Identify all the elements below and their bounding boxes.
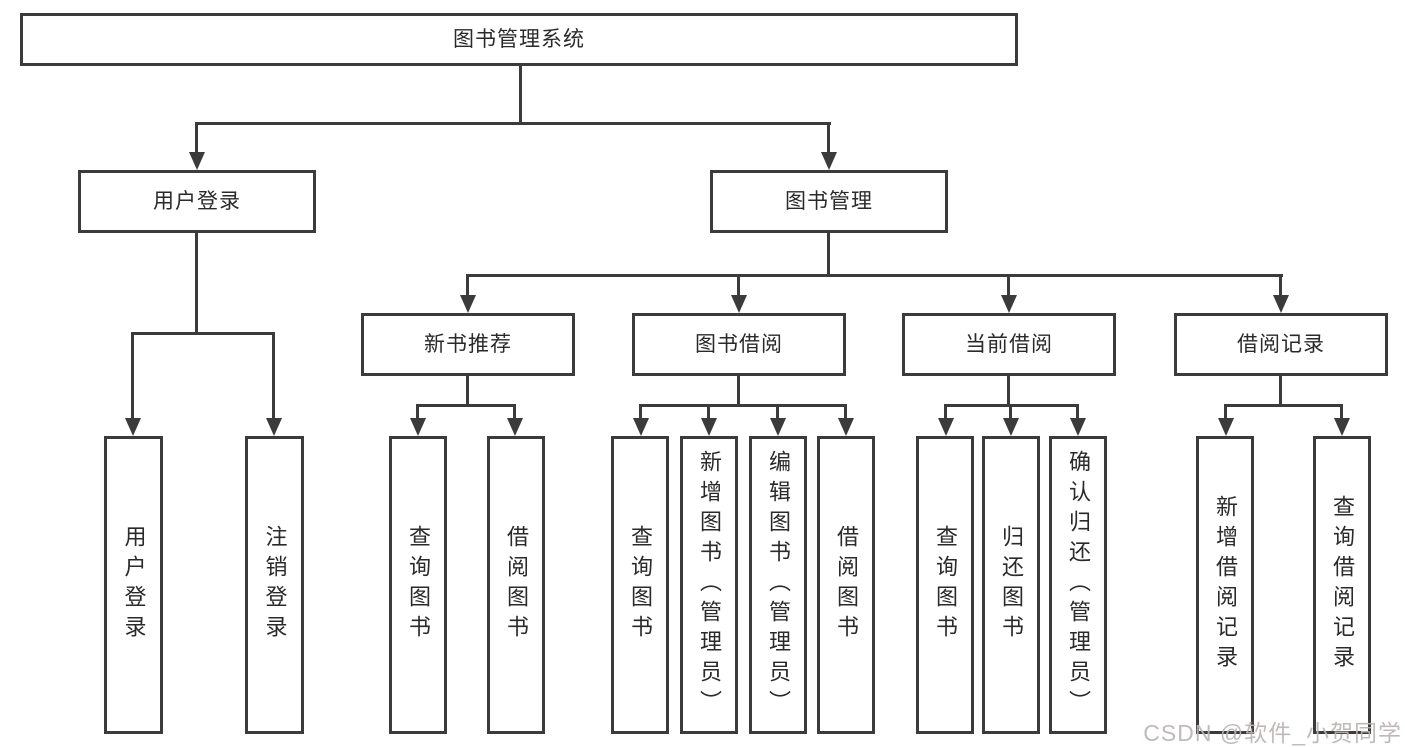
node-borrowing-records: 借阅记录: [1174, 313, 1388, 376]
connector-records-stem: [1279, 375, 1282, 406]
node-new-book-recommend: 新书推荐: [361, 313, 575, 376]
node-book-borrowing: 图书借阅: [632, 313, 846, 376]
node-label: 用户登录: [153, 190, 241, 213]
leaf-return-books: 归还图书: [982, 436, 1040, 734]
connector-l3-drop: [1007, 274, 1010, 298]
leaf-logout: 注销登录: [245, 436, 304, 734]
arrow-down-icon: [633, 418, 649, 436]
csdn-watermark: CSDN @软件_小贺同学: [1143, 720, 1402, 746]
connector-login-stem: [195, 232, 198, 334]
connector-root-rail: [195, 122, 831, 125]
leaf-query-books-recommend: 查询图书: [389, 436, 447, 734]
connector-borrow-rail: [639, 404, 847, 407]
connector-user-login-drop: [195, 122, 198, 154]
arrow-down-icon: [410, 418, 426, 436]
arrow-down-icon: [938, 418, 954, 436]
arrow-down-icon: [189, 152, 205, 170]
node-current-borrowing: 当前借阅: [902, 313, 1116, 376]
connector-leaf-drop: [1224, 404, 1227, 420]
connector-leaf-drop: [272, 332, 275, 420]
arrow-down-icon: [821, 152, 837, 170]
arrow-down-icon: [1001, 295, 1017, 313]
connector-current-stem: [1007, 375, 1010, 406]
arrow-down-icon: [701, 418, 717, 436]
arrow-down-icon: [838, 418, 854, 436]
leaf-borrow-books-recommend: 借阅图书: [487, 436, 545, 734]
arrow-down-icon: [1218, 418, 1234, 436]
arrow-down-icon: [731, 295, 747, 313]
connector-recommend-stem: [466, 375, 469, 406]
connector-l3-drop: [1279, 274, 1282, 298]
arrow-down-icon: [266, 418, 282, 436]
connector-borrow-stem: [737, 375, 740, 406]
arrow-down-icon: [1070, 418, 1086, 436]
connector-leaf-drop: [1340, 404, 1343, 420]
arrow-down-icon: [1273, 295, 1289, 313]
leaf-edit-books-admin: 编辑图书（管理员）: [749, 436, 807, 734]
arrow-down-icon: [1003, 418, 1019, 436]
node-label: 图书借阅: [695, 333, 783, 356]
node-label: 借阅记录: [1237, 333, 1325, 356]
leaf-confirm-return-admin: 确认归还（管理员）: [1049, 436, 1107, 734]
arrow-down-icon: [770, 418, 786, 436]
node-root-system: 图书管理系统: [20, 13, 1018, 66]
connector-leaf-drop: [776, 404, 779, 420]
leaf-add-books-admin: 新增图书（管理员）: [680, 436, 738, 734]
connector-l3-drop: [466, 274, 469, 298]
connector-leaf-drop: [513, 404, 516, 420]
connector-recommend-rail: [416, 404, 516, 407]
node-label: 图书管理: [785, 190, 873, 213]
leaf-add-borrow-record: 新增借阅记录: [1196, 436, 1254, 734]
connector-leaf-drop: [639, 404, 642, 420]
arrow-down-icon: [460, 295, 476, 313]
node-label: 当前借阅: [965, 333, 1053, 356]
connector-leaf-drop: [844, 404, 847, 420]
node-book-management: 图书管理: [710, 170, 948, 233]
node-label: 新书推荐: [424, 333, 512, 356]
leaf-query-books-current: 查询图书: [916, 436, 974, 734]
connector-login-rail: [131, 332, 274, 335]
connector-leaf-drop: [416, 404, 419, 420]
connector-mgmt-stem: [827, 232, 830, 277]
connector-book-mgmt-drop: [827, 122, 830, 154]
connector-leaf-drop: [944, 404, 947, 420]
connector-leaf-drop: [131, 332, 134, 420]
arrow-down-icon: [1334, 418, 1350, 436]
connector-l3-drop: [737, 274, 740, 298]
connector-root-stem: [519, 66, 522, 124]
connector-leaf-drop: [1076, 404, 1079, 420]
leaf-query-books-borrow: 查询图书: [611, 436, 669, 734]
node-label: 图书管理系统: [453, 28, 585, 51]
leaf-query-borrow-record: 查询借阅记录: [1313, 436, 1371, 734]
arrow-down-icon: [507, 418, 523, 436]
connector-records-rail: [1224, 404, 1343, 407]
connector-leaf-drop: [707, 404, 710, 420]
arrow-down-icon: [125, 418, 141, 436]
leaf-user-login: 用户登录: [104, 436, 163, 734]
connector-mgmt-rail: [466, 274, 1283, 277]
node-user-login: 用户登录: [78, 170, 316, 233]
leaf-borrow-books: 借阅图书: [817, 436, 875, 734]
connector-leaf-drop: [1009, 404, 1012, 420]
